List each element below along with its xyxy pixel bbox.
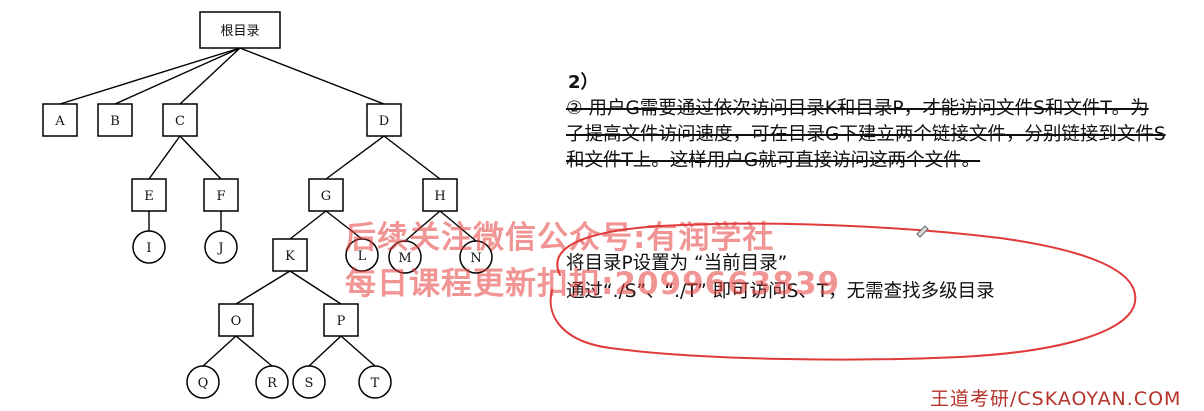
node-shape-p xyxy=(323,303,359,337)
node-label-d: D xyxy=(379,114,389,129)
node-label-p: P xyxy=(337,314,346,329)
node-label-f: F xyxy=(216,189,225,204)
directory-node-h: H xyxy=(422,178,458,212)
pen-cursor-icon xyxy=(916,225,929,238)
node-shape-m xyxy=(388,240,422,274)
directory-node-g: G xyxy=(308,178,344,212)
tree-edge-h-m xyxy=(404,210,441,242)
node-shape-o xyxy=(218,303,254,337)
node-label-g: G xyxy=(321,189,331,204)
node-label-s: S xyxy=(305,376,314,391)
watermark-line-1: 后续关注微信公众号:有润学社 xyxy=(345,220,775,256)
file-node-i: I xyxy=(132,230,166,264)
node-shape-f xyxy=(203,178,239,212)
directory-node-c: C xyxy=(162,103,198,137)
tree-edge-h-n xyxy=(439,210,477,242)
directory-tree-diagram: 根目录 A B C D E F G H I J K L M N O P Q R S T xyxy=(42,11,493,399)
node-label-m: M xyxy=(398,251,411,266)
node-shape-q xyxy=(186,365,220,399)
node-shape-a xyxy=(42,103,78,137)
node-shape-j xyxy=(204,230,238,264)
directory-node-p: P xyxy=(323,303,359,337)
struck-out-paragraph: ② 用户G需要通过依次访问目录K和目录P，才能访问文件S和文件T。为了提高文件访… xyxy=(566,98,1166,171)
tree-edge-c-f xyxy=(179,135,222,180)
node-shape-g xyxy=(308,178,344,212)
directory-node-f: F xyxy=(203,178,239,212)
directory-node-d: D xyxy=(366,103,402,137)
node-shape-h xyxy=(422,178,458,212)
node-shape-i xyxy=(132,230,166,264)
node-label-e: E xyxy=(144,189,154,204)
directory-node-root: 根目录 xyxy=(199,11,281,49)
node-label-r: R xyxy=(267,376,278,391)
node-shape-root xyxy=(199,11,281,49)
tree-edge-o-r xyxy=(235,335,273,367)
directory-node-b: B xyxy=(97,103,133,137)
file-node-r: R xyxy=(255,365,289,399)
node-label-n: N xyxy=(470,251,481,266)
tree-edge-root-c xyxy=(179,47,241,105)
section-number: 2） xyxy=(568,72,599,93)
watermark-line-2: 每日课程更新扣扣:2099663839 xyxy=(345,266,841,302)
tree-edge-k-o xyxy=(235,270,291,305)
footer-brand: 王道考研/CSKAOYAN.COM xyxy=(930,388,1182,410)
tree-edge-c-e xyxy=(148,135,181,180)
node-shape-r xyxy=(255,365,289,399)
directory-node-o: O xyxy=(218,303,254,337)
tree-edge-root-d xyxy=(239,47,385,105)
directory-node-a: A xyxy=(42,103,78,137)
node-label-c: C xyxy=(175,114,185,129)
file-node-m: M xyxy=(388,240,422,274)
directory-node-e: E xyxy=(131,178,167,212)
node-shape-n xyxy=(459,240,493,274)
node-shape-b xyxy=(97,103,133,137)
node-label-root: 根目录 xyxy=(220,24,259,39)
node-shape-t xyxy=(358,365,392,399)
node-label-h: H xyxy=(434,189,445,204)
tree-edge-root-a xyxy=(59,47,241,105)
tree-edge-d-g xyxy=(325,135,385,180)
node-shape-k xyxy=(272,238,308,272)
tree-edge-g-l xyxy=(325,210,363,240)
tree-edge-k-p xyxy=(289,270,342,305)
tree-edge-d-h xyxy=(383,135,441,180)
tree-edge-o-q xyxy=(202,335,237,367)
tree-edge-p-t xyxy=(340,335,376,367)
tree-edge-p-s xyxy=(308,335,342,367)
node-label-j: J xyxy=(216,241,223,256)
node-label-a: A xyxy=(54,114,65,129)
directory-node-k: K xyxy=(272,238,308,272)
node-label-t: T xyxy=(371,376,380,391)
tree-edge-g-k xyxy=(289,210,327,240)
node-label-b: B xyxy=(110,114,120,129)
file-node-t: T xyxy=(358,365,392,399)
node-shape-e xyxy=(131,178,167,212)
node-shape-s xyxy=(292,365,326,399)
node-shape-d xyxy=(366,103,402,137)
file-node-l: L xyxy=(345,238,379,272)
file-node-q: Q xyxy=(186,365,220,399)
node-shape-l xyxy=(345,238,379,272)
node-label-o: O xyxy=(231,314,242,329)
file-node-n: N xyxy=(459,240,493,274)
file-node-j: J xyxy=(204,230,238,264)
node-label-l: L xyxy=(358,249,367,264)
node-label-k: K xyxy=(285,249,295,264)
node-label-q: Q xyxy=(198,376,209,391)
file-node-s: S xyxy=(292,365,326,399)
tree-edge-root-b xyxy=(114,47,241,105)
explanation-panel: 2） ② 用户G需要通过依次访问目录K和目录P，才能访问文件S和文件T。为了提高… xyxy=(566,68,1176,174)
node-label-i: I xyxy=(146,241,151,256)
node-shape-c xyxy=(162,103,198,137)
